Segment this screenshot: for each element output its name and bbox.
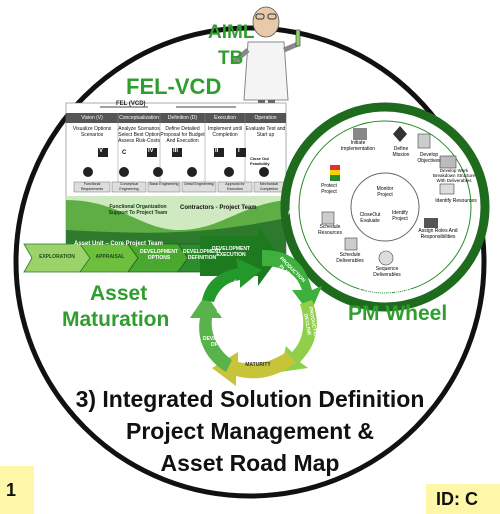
tb-label: TB	[218, 48, 244, 69]
fel-team-row: Functional Requirements Conceptual Engin…	[74, 182, 284, 192]
fel-desc-5: Evaluate Test and Start up	[245, 126, 286, 138]
team-4: Detail Engineering	[184, 182, 214, 186]
fel-phase-definition: Definition (D)	[167, 115, 198, 121]
fel-header: FEL (VCD)	[116, 101, 146, 107]
gate-v: V	[99, 148, 104, 154]
functional-org-label: Functional Organization Support To Proje…	[108, 204, 168, 216]
team-6: Mechanical Completion	[259, 182, 279, 191]
pm-item-resources: Identify Resources	[435, 198, 477, 204]
cycle-maturity: MATURITY	[245, 362, 271, 368]
gate-iii: III	[173, 148, 179, 154]
pm-wheel-label: PM Wheel	[348, 302, 448, 325]
corner-tag-id: ID: C	[426, 484, 500, 514]
aiml-label: AIML	[208, 22, 255, 43]
gate-i: I	[238, 148, 240, 154]
pm-item-objectives: Develop Objectives	[417, 152, 441, 164]
pm-communication-bottom: Communication	[358, 286, 411, 297]
cycle-redev-options: RE-DEVELOPMENT OPTIONS	[202, 330, 242, 348]
fel-phase-conceptualization: Conceptualization (C)	[119, 115, 159, 130]
fel-phase-vision: Vision (V)	[81, 115, 103, 121]
maturation-cycle	[190, 226, 322, 386]
fel-desc-1: Visualize Options Scenarios	[72, 126, 112, 138]
chevron-appraisal: APPRAISAL	[95, 254, 125, 260]
pm-item-wbs: Develop Work Breakdown Structure With De…	[432, 168, 476, 183]
fel-phase-execution: Execution	[214, 115, 236, 121]
maturation-label: Maturation	[62, 308, 170, 331]
pm-item-schedule-deliverables: Schedule Deliverables	[336, 252, 364, 264]
outer-circle	[13, 25, 487, 499]
gate-iv: IV	[148, 148, 154, 154]
gate-c: C	[122, 150, 127, 156]
fel-phase-operation: Operation	[254, 115, 277, 121]
fel-phase-row: Vision (V) Conceptualization (C) Definit…	[66, 114, 286, 130]
fel-vcd-panel	[65, 102, 287, 259]
team-1: Functional Requirements	[80, 182, 104, 191]
cycle-dev-execution: DEVELOPMENT EXECUTION	[211, 246, 251, 258]
asset-label: Asset	[90, 282, 148, 305]
fel-description-row: Visualize Options Scenarios Analyze Scen…	[66, 126, 286, 144]
team-3: Basic Engineering	[149, 182, 179, 186]
asset-unit-label: Asset Unit – Core Project Team	[74, 241, 163, 247]
pm-item-roles: Assign Roles And Responsibilities	[418, 228, 458, 240]
main-title-line-2: Project Management &	[126, 418, 374, 444]
chevron-dev-options: DEVELOPMENT OPTIONS	[139, 249, 179, 261]
pm-item-mission: Define Mission	[392, 146, 410, 158]
pm-item-schedule-resources: Schedule Resources	[318, 224, 342, 236]
fel-vcd-title: FEL-VCD	[126, 74, 222, 99]
pm-center-identify: Identify Project	[391, 210, 409, 222]
pm-wheel	[280, 102, 490, 312]
main-title-line-1: 3) Integrated Solution Definition	[75, 386, 425, 412]
fel-desc-2: Analyze Scenarios Select Best Option Ass…	[118, 126, 160, 144]
pm-item-sequence: Sequence Deliverables	[373, 266, 401, 278]
pm-communication-top: Communication	[357, 115, 412, 126]
gate-ii: II	[215, 148, 219, 154]
main-title-line-3: Asset Road Map	[160, 450, 340, 476]
pm-item-initiate: Initiate Implementation	[340, 140, 376, 152]
pm-item-protect: Protect Project	[321, 183, 337, 195]
pm-teamwork: Team Work	[288, 178, 301, 216]
team-5: Approval for Execution	[225, 182, 245, 191]
pm-center-closeout: CloseOut Evaluate	[359, 212, 381, 224]
team-2: Conceptual Engineering	[119, 182, 139, 191]
corner-tag-left: 1	[0, 466, 34, 514]
chevron-dev-definition: DEVELOPMENT DEFINITION	[182, 249, 222, 261]
chevron-exploration: EXPLORATION	[39, 254, 75, 260]
pm-center-monitor: Monitor Project	[376, 186, 394, 198]
close-out-label: Close Out Feasibility	[250, 156, 270, 166]
contractors-label: Contractors - Project Team	[180, 205, 257, 211]
fel-desc-4: Implement until Completion	[208, 126, 242, 138]
fel-desc-3: Define Detailed Proposal for Budget And …	[160, 126, 205, 144]
